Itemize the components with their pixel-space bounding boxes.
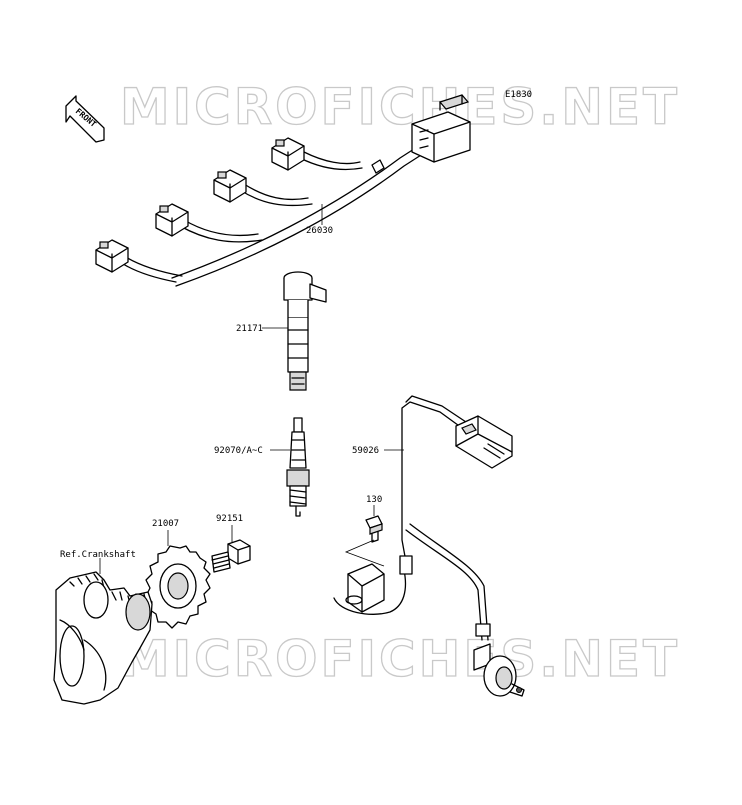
timing-rotor — [145, 545, 211, 629]
plug-connector-1 — [95, 239, 129, 273]
sensor-clamp — [333, 563, 407, 615]
main-wiring-harness — [95, 94, 471, 287]
callout-spark-plug: 92070/A~C — [214, 446, 263, 456]
plug-connector-3 — [213, 169, 247, 203]
callout-sensor-harness: 59026 — [352, 446, 379, 456]
watermark-bottom: MICROFICHES.NET — [120, 630, 680, 688]
callout-rotor: 21007 — [152, 519, 179, 529]
front-arrow-icon: FRONT — [65, 95, 105, 143]
callout-ignition-coil: 21171 — [236, 324, 263, 334]
callout-bolt: 92151 — [216, 514, 243, 524]
watermark-top: MICROFICHES.NET — [120, 78, 680, 136]
spark-plug — [286, 417, 310, 517]
crankshaft — [53, 571, 153, 705]
ignition-coil — [283, 271, 327, 391]
diagram-code: E1830 — [505, 90, 532, 100]
pickup-sensor — [473, 643, 525, 697]
callout-screw: 130 — [366, 495, 382, 505]
screw — [365, 515, 383, 543]
sensor-harness — [333, 395, 525, 697]
sensor-connector — [455, 415, 513, 469]
callout-harness: 26030 — [306, 226, 333, 236]
main-connector — [411, 94, 471, 163]
bolt — [211, 539, 251, 573]
leader-screw-target — [344, 539, 385, 567]
plug-connector-2 — [155, 203, 189, 237]
plug-connector-4 — [271, 137, 305, 171]
callout-crankshaft: Ref.Crankshaft — [60, 550, 136, 560]
